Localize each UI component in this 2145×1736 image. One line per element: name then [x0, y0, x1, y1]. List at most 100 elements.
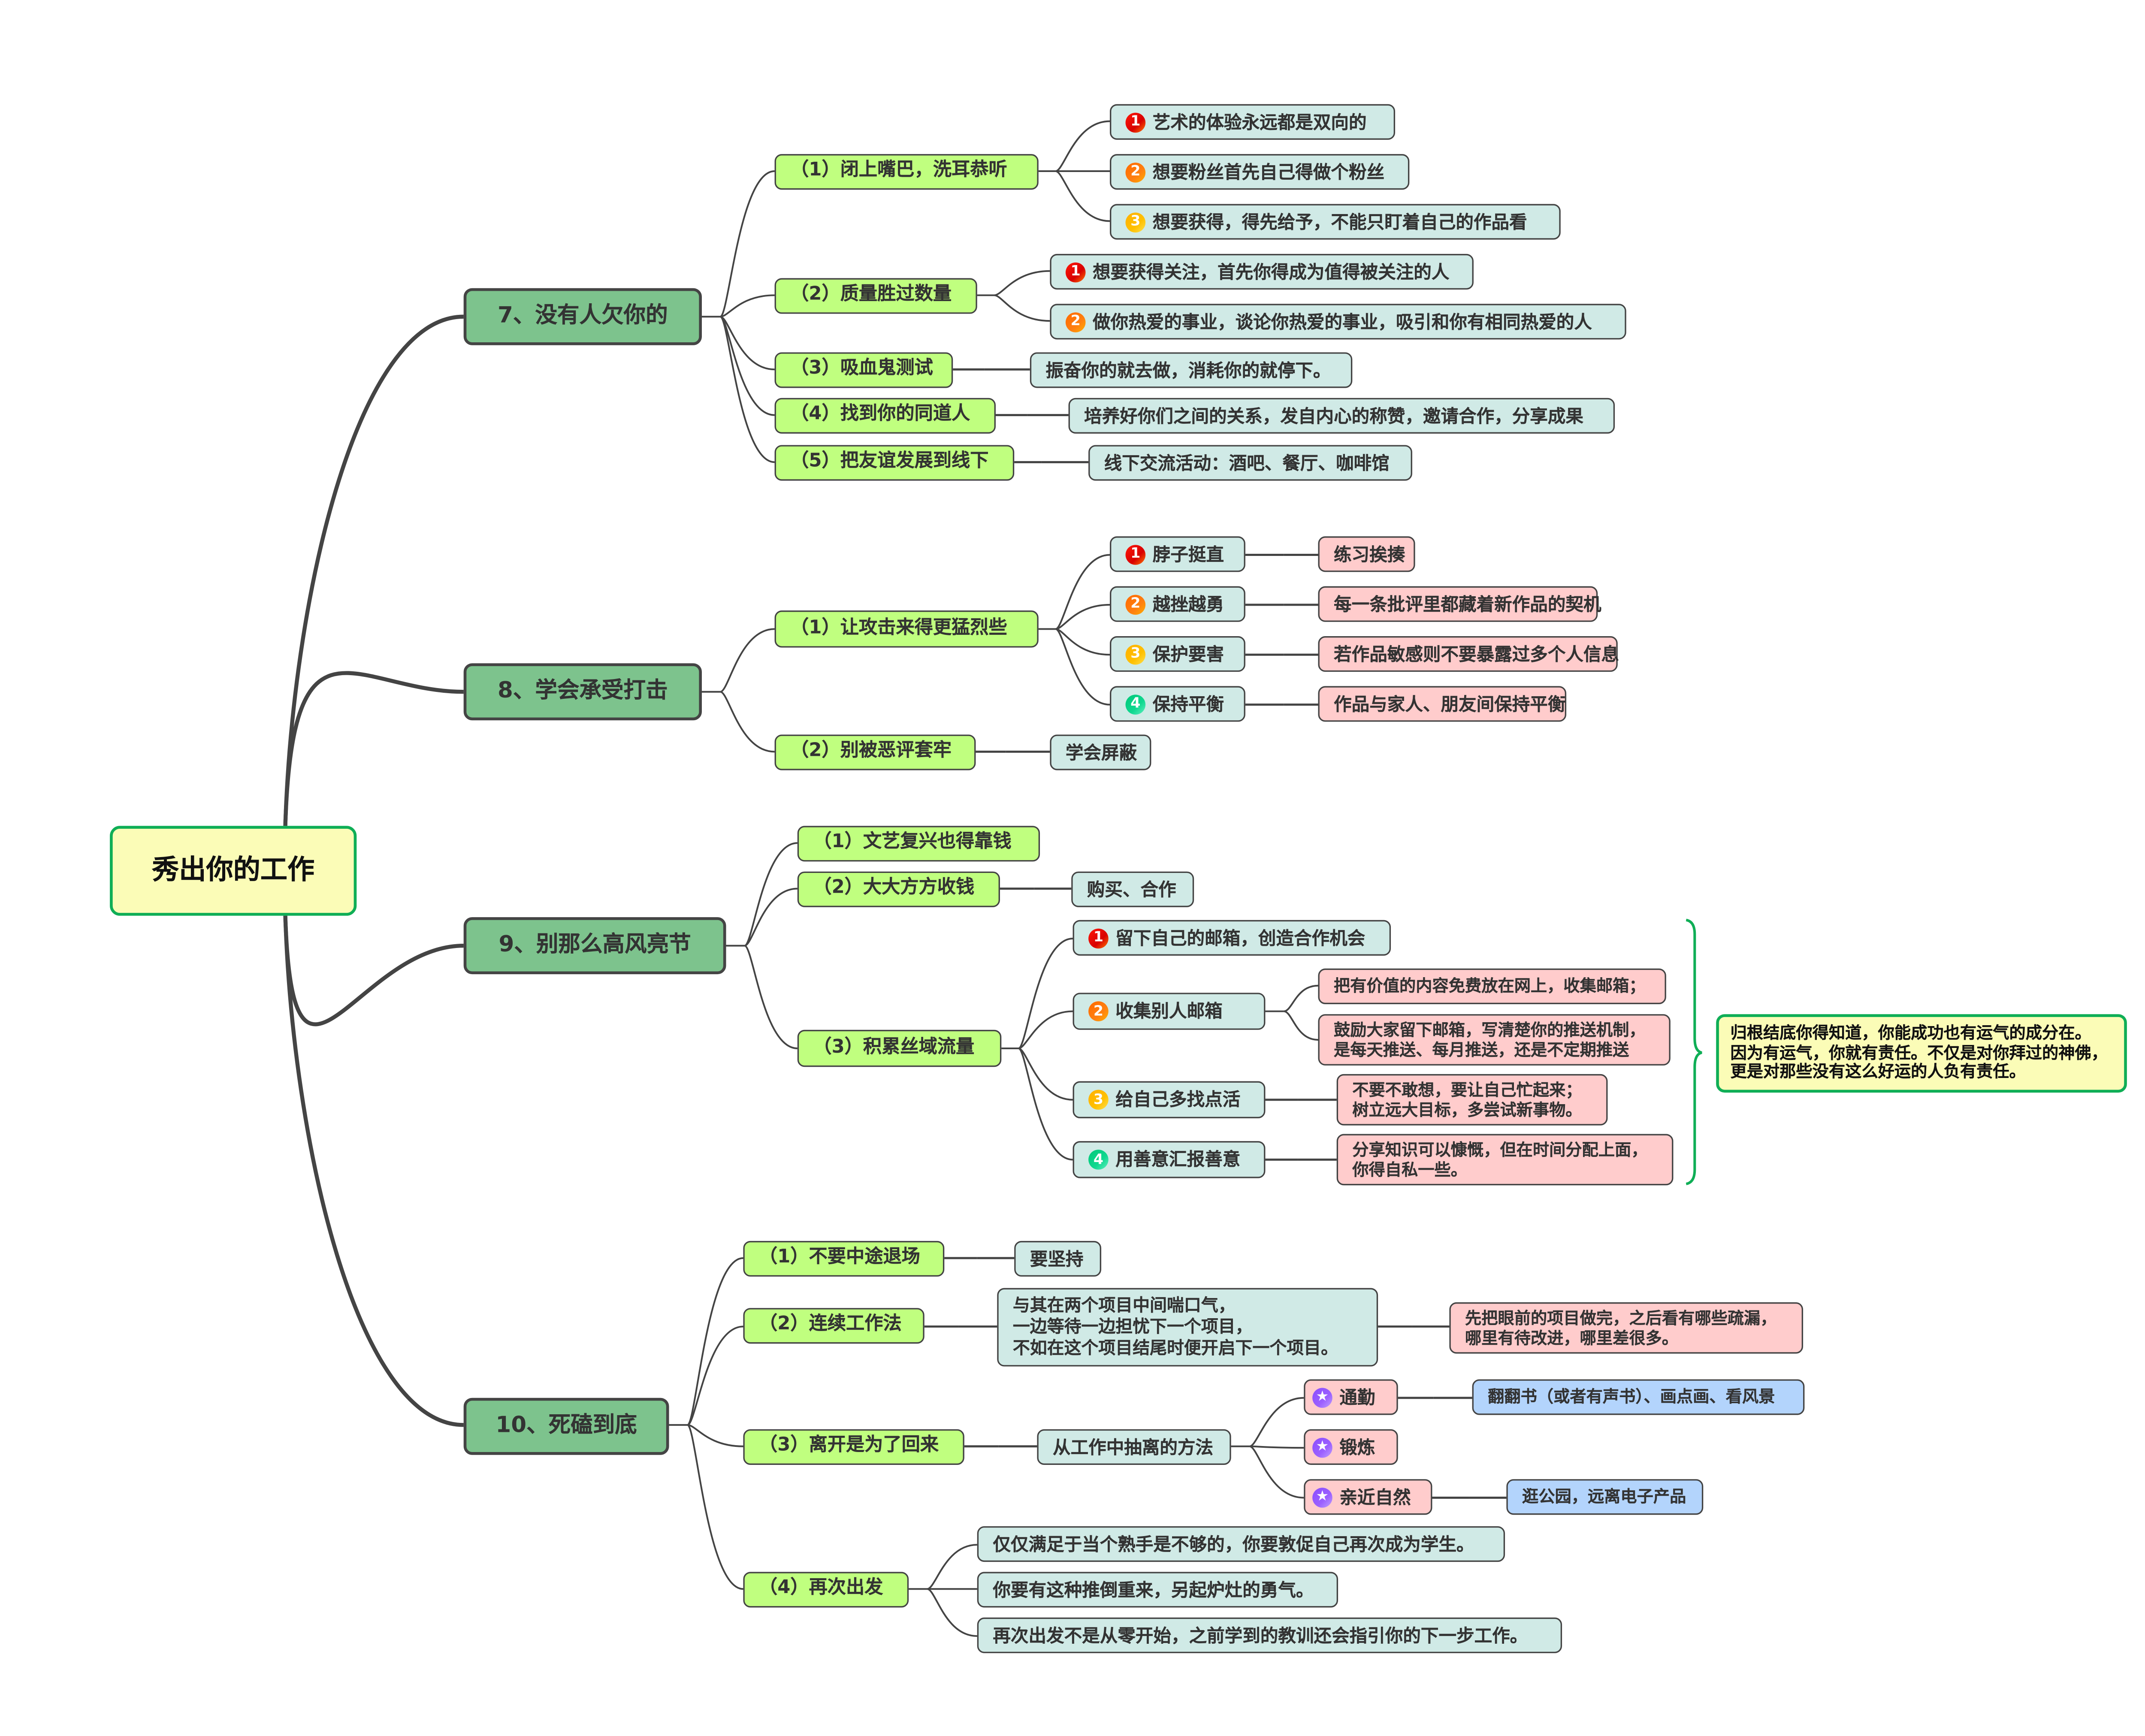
priority-1-icon: 1	[1125, 544, 1146, 565]
method-topic[interactable]: ★通勤	[1304, 1379, 1398, 1415]
connector-line	[720, 316, 775, 463]
topic-text: 保持平衡	[1152, 692, 1224, 714]
topic-text: 给自己多找点活	[1115, 1088, 1241, 1110]
leaf-topic[interactable]: 与其在两个项目中间喘口气， 一边等待一边担忧下一个项目， 不如在这个项目结尾时便…	[997, 1288, 1378, 1367]
leaf-topic[interactable]: 3 想要获得，得先给予，不能只盯着自己的作品看	[1110, 204, 1561, 240]
priority-3-icon: 3	[1125, 211, 1146, 232]
priority-1-icon: 1	[1065, 262, 1086, 282]
leaf-topic[interactable]: 3 给自己多找点活	[1072, 1081, 1266, 1118]
connector-line	[720, 294, 775, 318]
detail-topic[interactable]: 把有价值的内容免费放在网上，收集邮箱；	[1318, 968, 1666, 1004]
connector-line	[744, 888, 798, 947]
connector-line	[720, 170, 775, 318]
connector-line	[1284, 984, 1318, 1012]
main-topic-9[interactable]: 9、别那么高风亮节	[463, 917, 726, 975]
connector-line	[687, 1424, 743, 1447]
detail-topic[interactable]: 先把眼前的项目做完，之后看有哪些疏漏， 哪里有待改进，哪里差很多。	[1449, 1302, 1804, 1354]
connector-line	[1249, 1397, 1304, 1447]
topic-text: 越挫越勇	[1152, 593, 1224, 614]
leaf-topic[interactable]: 3 保护要害	[1110, 636, 1245, 672]
main-topic-8[interactable]: 8、学会承受打击	[463, 663, 702, 721]
method-topic[interactable]: ★锻炼	[1304, 1429, 1398, 1465]
priority-2-icon: 2	[1125, 594, 1146, 614]
detail-topic[interactable]: 练习挨揍	[1318, 536, 1415, 572]
subtopic[interactable]: （1）不要中途退场	[743, 1241, 945, 1277]
subtopic[interactable]: （5）把友谊发展到线下	[774, 445, 1015, 481]
subtopic[interactable]: （4）再次出发	[743, 1572, 909, 1608]
leaf-topic[interactable]: 购买、合作	[1071, 871, 1194, 907]
subtopic[interactable]: （3）积累丝域流量	[797, 1030, 1002, 1067]
leaf-topic[interactable]: 仅仅满足于当个熟手是不够的，你要敦促自己再次成为学生。	[977, 1526, 1505, 1562]
leaf-topic[interactable]: 从工作中抽离的方法	[1037, 1429, 1231, 1465]
subtopic[interactable]: （3）吸血鬼测试	[774, 352, 953, 388]
connector-line	[720, 691, 775, 753]
priority-4-icon: 4	[1088, 1150, 1109, 1170]
priority-3-icon: 3	[1088, 1090, 1109, 1110]
main-connector	[283, 915, 464, 1427]
subtopic[interactable]: （1）让攻击来得更猛烈些	[774, 610, 1039, 648]
leaf-topic[interactable]: 4 用善意汇报善意	[1072, 1141, 1266, 1178]
summary-topic[interactable]: 归根结底你得知道，你能成功也有运气的成分在。 因为有运气，你就有责任。不仅是对你…	[1716, 1014, 2127, 1093]
subtopic[interactable]: （4）找到你的同道人	[774, 398, 996, 434]
main-topic-10[interactable]: 10、死磕到底	[463, 1398, 669, 1455]
connector-line	[994, 270, 1050, 296]
connector-line	[1018, 1048, 1073, 1161]
connector-line	[687, 1325, 743, 1426]
topic-text: 用善意汇报善意	[1115, 1148, 1241, 1170]
detail-topic[interactable]: 鼓励大家留下邮箱，写清楚你的推送机制， 是每天推送、每月推送，还是不定期推送	[1318, 1014, 1671, 1066]
main-topic-7[interactable]: 7、没有人欠你的	[463, 288, 702, 345]
leaf-topic[interactable]: 2 越挫越勇	[1110, 586, 1245, 622]
leaf-topic[interactable]: 1 想要获得关注，首先你得成为值得被关注的人	[1050, 254, 1474, 290]
leaf-topic[interactable]: 线下交流活动：酒吧、餐厅、咖啡馆	[1088, 445, 1412, 481]
topic-text: 留下自己的邮箱，创造合作机会	[1115, 927, 1366, 948]
priority-2-icon: 2	[1125, 162, 1146, 182]
detail-topic[interactable]: 每一条批评里都藏着新作品的契机	[1318, 586, 1601, 622]
main-connector	[283, 314, 464, 826]
leaf-topic[interactable]: 培养好你们之间的关系，发自内心的称赞，邀请合作，分享成果	[1068, 398, 1615, 434]
connector-line	[1055, 604, 1110, 630]
subtopic[interactable]: （2）连续工作法	[743, 1308, 924, 1344]
topic-text: 想要获得，得先给予，不能只盯着自己的作品看	[1152, 210, 1527, 232]
leaf-topic[interactable]: 你要有这种推倒重来，另起炉灶的勇气。	[977, 1572, 1338, 1608]
detail-topic[interactable]: 作品与家人、朋友间保持平衡	[1318, 686, 1567, 722]
subtopic[interactable]: （1）闭上嘴巴，洗耳恭听	[774, 154, 1039, 190]
leaf-topic[interactable]: 再次出发不是从零开始，之前学到的教训还会指引你的下一步工作。	[977, 1617, 1562, 1653]
detail-topic[interactable]: 翻翻书（或者有声书）、画点画、看风景	[1472, 1379, 1805, 1415]
subtopic[interactable]: （1）文艺复兴也得靠钱	[797, 826, 1040, 862]
topic-text: 想要获得关注，首先你得成为值得被关注的人	[1093, 260, 1450, 282]
detail-topic[interactable]: 不要不敢想，要让自己忙起来； 树立远大目标，多尝试新事物。	[1336, 1074, 1608, 1126]
connector-line	[1055, 628, 1110, 706]
subtopic[interactable]: （2）质量胜过数量	[774, 278, 977, 314]
topic-text: 保护要害	[1152, 643, 1224, 664]
root-topic[interactable]: 秀出你的工作	[110, 826, 357, 916]
connector-line	[927, 1588, 977, 1637]
subtopic[interactable]: （2）别被恶评套牢	[774, 734, 976, 770]
connector-line	[1018, 1048, 1073, 1101]
connector-line	[686, 1424, 743, 1590]
connector-line	[1055, 120, 1110, 172]
priority-2-icon: 2	[1088, 1001, 1109, 1021]
leaf-topic[interactable]: 振奋你的就去做，消耗你的就停下。	[1030, 352, 1353, 388]
detail-topic[interactable]: 若作品敏感则不要暴露过多个人信息	[1318, 636, 1619, 672]
subtopic[interactable]: （3）离开是为了回来	[743, 1429, 964, 1465]
connector-line	[1018, 1010, 1073, 1050]
leaf-topic[interactable]: 要坚持	[1014, 1241, 1102, 1277]
detail-topic[interactable]: 分享知识可以慷慨，但在时间分配上面， 你得自私一些。	[1336, 1134, 1674, 1186]
connector-line	[1055, 554, 1110, 630]
method-topic[interactable]: ★亲近自然	[1304, 1479, 1432, 1515]
connector-line	[927, 1544, 977, 1590]
topic-text: 通勤	[1339, 1386, 1375, 1407]
connector-line	[720, 628, 775, 693]
leaf-topic[interactable]: 学会屏蔽	[1050, 734, 1151, 770]
priority-3-icon: 3	[1125, 644, 1146, 664]
detail-topic[interactable]: 逛公园，远离电子产品	[1506, 1479, 1704, 1515]
subtopic[interactable]: （2）大大方方收钱	[797, 871, 1000, 907]
